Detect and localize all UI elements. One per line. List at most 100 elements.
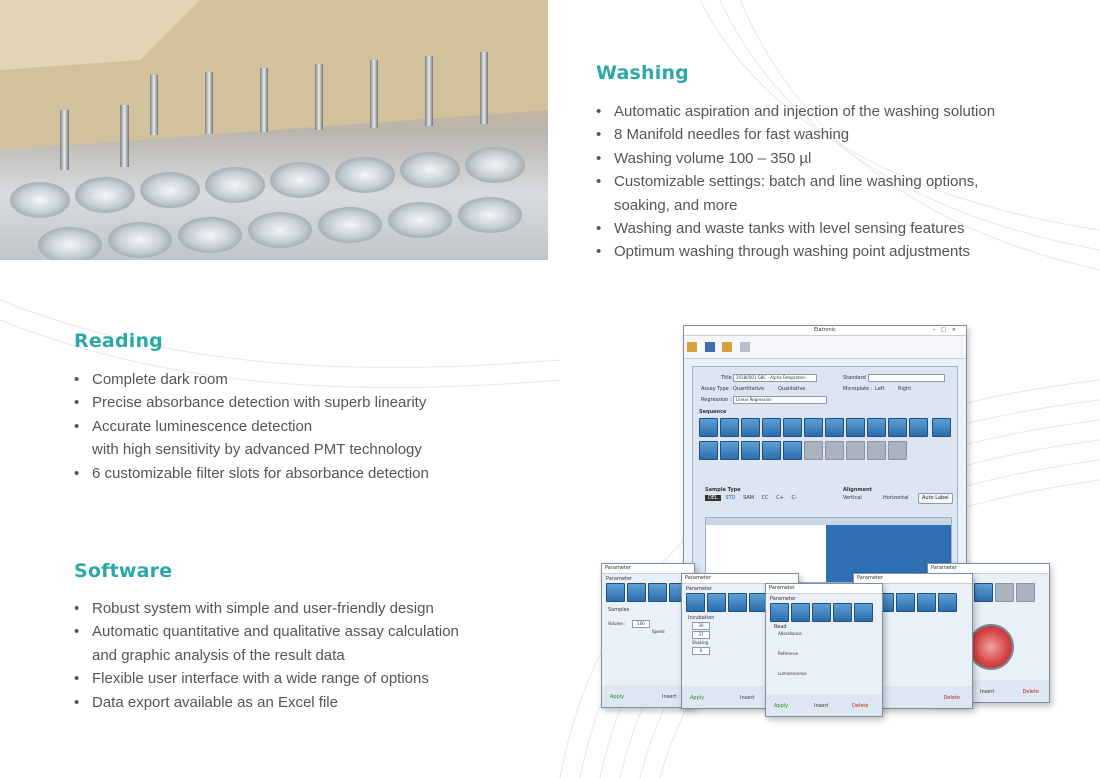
insert-button[interactable]: Insert [740,695,755,701]
list-item-continuation: soaking, and more [614,196,738,214]
quantitative-radio[interactable]: Quantitative [733,386,765,392]
sequence-step-icon[interactable] [762,441,781,460]
empty-step-icon[interactable] [888,441,907,460]
step-icon[interactable] [812,603,831,622]
standard-input[interactable] [868,374,945,382]
step-icon[interactable] [833,603,852,622]
step-icon[interactable] [1016,583,1035,602]
sequence-step-icon[interactable] [741,418,760,437]
washer-needles-illustration [0,0,548,260]
reading-title: Reading [74,330,163,352]
step-icon[interactable] [648,583,667,602]
step-icon[interactable] [606,583,625,602]
title-label: Title : [721,375,735,381]
tab-cplus[interactable]: C+ [776,495,784,501]
list-item: Flexible user interface with a wide rang… [74,667,494,691]
step-icon[interactable] [707,593,726,612]
tab-std[interactable]: STD [725,495,736,501]
insert-button[interactable]: Insert [814,703,829,709]
left-checkbox[interactable]: Left [875,386,885,392]
qualitative-radio[interactable]: Qualitative [778,386,806,392]
empty-step-icon[interactable] [825,441,844,460]
ribbon-toolbar [684,336,966,359]
read-label: Read [774,624,787,630]
step-icon[interactable] [627,583,646,602]
vertical-radio[interactable]: Vertical [843,495,862,501]
sequence-step-icon[interactable] [720,418,739,437]
save-icon[interactable] [704,342,715,352]
sample-type-tabs: DEL STD SAM CC C+ C- [705,495,800,501]
washing-list: Automatic aspiration and injection of th… [596,100,1076,264]
empty-step-icon[interactable] [804,441,823,460]
open-icon[interactable] [722,342,733,352]
sequence-step-icon[interactable] [867,418,886,437]
parameter-dialog-read: Parameter Parameter Read Absorbance Refe… [765,583,883,717]
sequence-step-icon[interactable] [909,418,928,437]
insert-button[interactable]: Insert [980,689,995,695]
step-icon[interactable] [917,593,936,612]
list-item: Washing volume 100 – 350 µl [596,147,1076,171]
sequence-step-icon[interactable] [741,441,760,460]
sequence-step-icon[interactable] [720,441,739,460]
step-icon[interactable] [728,593,747,612]
tab-cminus[interactable]: C- [791,495,797,501]
window-controls-icon[interactable]: –□× [932,327,962,333]
tab-cc[interactable]: CC [761,495,769,501]
step-icon[interactable] [938,593,957,612]
sequence-step-icon[interactable] [804,418,823,437]
step-icon[interactable] [686,593,705,612]
reading-list: Complete dark room Precise absorbance de… [74,368,494,485]
right-checkbox[interactable]: Right [898,386,912,392]
step-icon[interactable] [995,583,1014,602]
temperature-input[interactable]: 37 [692,631,710,639]
delete-button[interactable]: Delete [1022,689,1039,695]
apply-button[interactable]: Apply [690,695,705,701]
step-icon[interactable] [770,603,789,622]
apply-button[interactable]: Apply [610,694,625,700]
incubation-label: Incubation [688,615,715,621]
shaking-input[interactable]: 0 [692,647,710,655]
sequence-step-icon[interactable] [762,418,781,437]
empty-step-icon[interactable] [846,441,865,460]
sequence-step-icon[interactable] [783,441,802,460]
tab-del[interactable]: DEL [705,495,721,501]
list-item-continuation: with high sensitivity by advanced PMT te… [92,441,422,459]
title-input[interactable]: 20180501 GBC - Alpha Fetoprotein [733,374,817,382]
apply-button[interactable]: Apply [774,703,789,709]
sequence-step-icon[interactable] [825,418,844,437]
empty-step-icon[interactable] [867,441,886,460]
step-icon[interactable] [974,583,993,602]
volume-input[interactable]: 100 [632,620,650,628]
delete-button[interactable]: Delete [943,695,960,701]
absorbance-checkbox[interactable]: Absorbance [778,631,802,636]
delete-button[interactable]: Delete [852,703,869,709]
sequence-step-icon[interactable] [783,418,802,437]
volume-label: Volume : [608,621,626,626]
sequence-step-icon[interactable] [846,418,865,437]
regression-select[interactable]: Linear Regression [733,396,827,404]
shaking-label: Shaking [692,640,709,645]
step-icon[interactable] [854,603,873,622]
step-icon[interactable] [896,593,915,612]
print-icon[interactable] [739,342,750,352]
reference-checkbox[interactable]: Reference [778,651,799,656]
sequence-step-icon[interactable] [699,418,718,437]
time-input[interactable]: 30 [692,622,710,630]
auto-label-button[interactable]: Auto Label [918,493,953,504]
sequence-steps [698,417,953,460]
folder-icon[interactable] [687,342,697,352]
plate-rotor-icon [968,624,1014,670]
window-titlebar: Elatronic –□× [684,326,966,336]
sequence-step-icon[interactable] [931,418,951,437]
luminescence-checkbox[interactable]: Luminescence [778,671,807,676]
tab-sam[interactable]: SAM [743,495,755,501]
samples-label: Samples [608,607,630,613]
sequence-step-icon[interactable] [888,418,907,437]
sequence-step-icon[interactable] [699,441,718,460]
insert-button[interactable]: Insert [662,694,677,700]
horizontal-radio[interactable]: Horizontal [883,495,909,501]
list-item-text: Customizable settings: batch and line wa… [614,173,979,191]
list-item: Washing and waste tanks with level sensi… [596,217,1076,241]
step-icon[interactable] [791,603,810,622]
grid-header [706,518,951,525]
